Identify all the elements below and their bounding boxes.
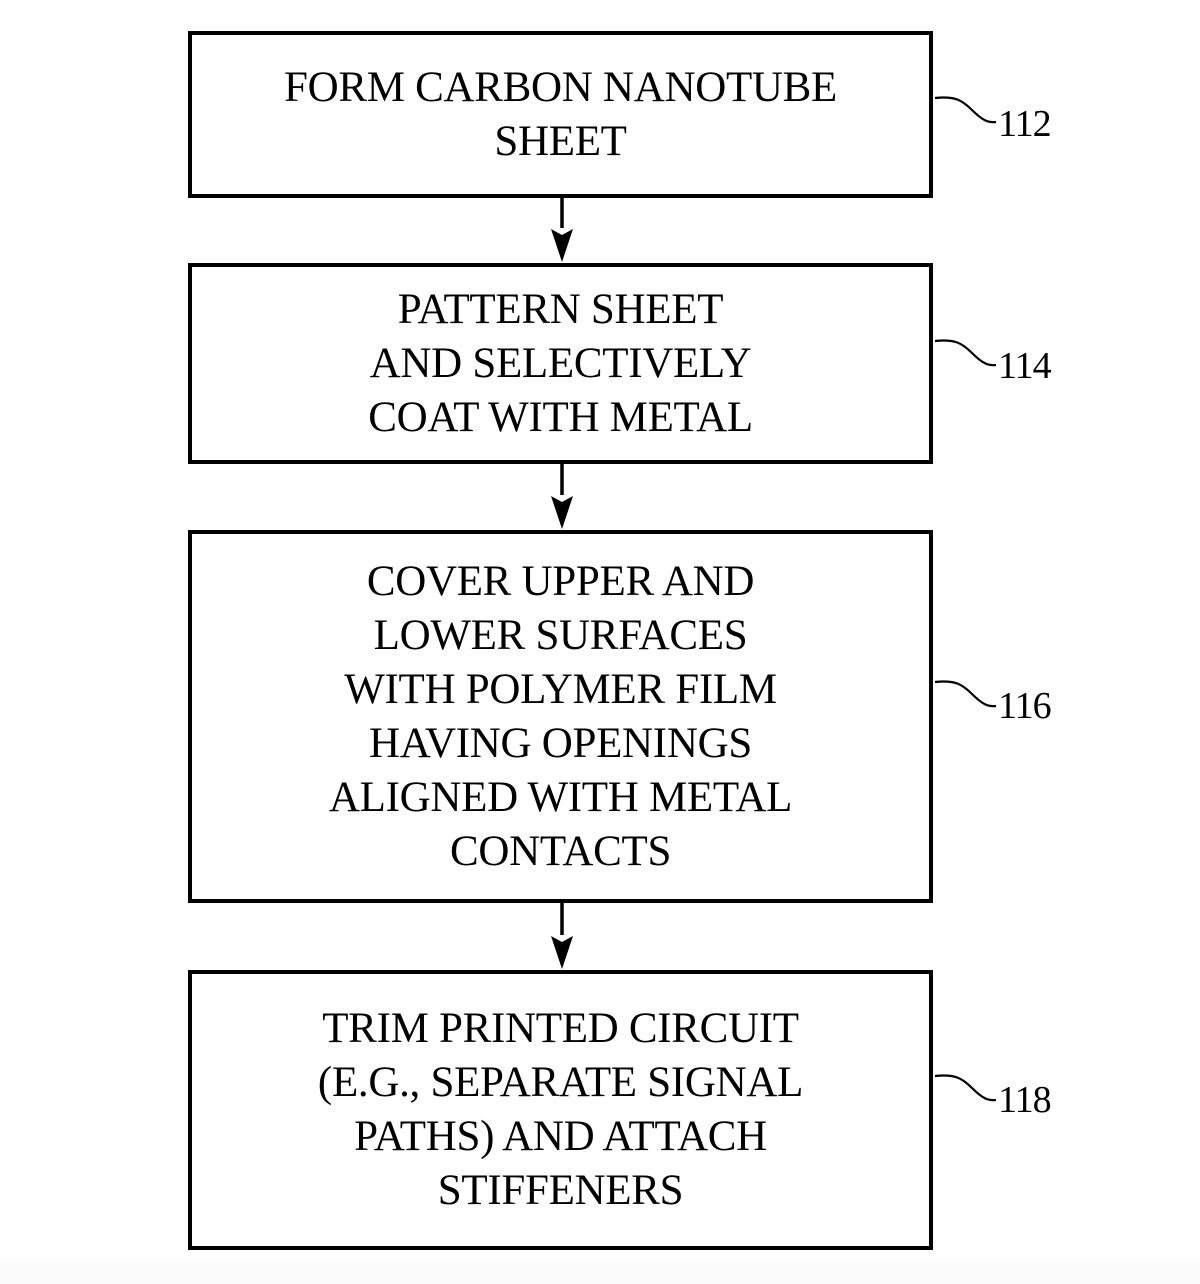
step-text-line: (E.G., SEPARATE SIGNAL (317, 1059, 804, 1106)
flowchart-step-112: FORM CARBON NANOTUBE SHEET (188, 31, 933, 198)
step-text-line: COAT WITH METAL (368, 393, 753, 441)
reference-numeral-114: 114 (998, 345, 1052, 387)
flowchart-step-114: PATTERN SHEET AND SELECTIVELY COAT WITH … (188, 263, 933, 464)
step-text-line: CONTACTS (449, 827, 672, 875)
step-text-line: HAVING OPENINGS (369, 719, 752, 767)
arrow-116-to-118 (551, 903, 573, 969)
step-text-line: FORM CARBON NANOTUBE (283, 63, 838, 111)
step-text-line: ALIGNED WITH METAL (328, 773, 793, 821)
reference-numeral-116: 116 (998, 685, 1052, 727)
arrow-down-icon (551, 229, 573, 262)
step-text-line: STIFFENERS (437, 1167, 684, 1214)
leader-line-118 (934, 1074, 997, 1102)
flowchart-step-116: COVER UPPER AND LOWER SURFACES WITH POLY… (188, 530, 933, 903)
reference-numeral-118: 118 (998, 1079, 1052, 1121)
step-text-line: TRIM PRINTED CIRCUIT (322, 1005, 799, 1052)
step-text-line: PATTERN SHEET (397, 285, 724, 333)
page-bottom-margin (0, 1262, 1200, 1284)
leader-line-116 (934, 680, 997, 708)
arrow-112-to-114 (551, 198, 573, 262)
arrow-down-icon (551, 496, 573, 529)
leader-line-112 (934, 96, 997, 124)
arrow-114-to-116 (551, 464, 573, 529)
leader-line-114 (934, 339, 997, 367)
step-text-line: COVER UPPER AND (366, 557, 755, 605)
step-text-line: WITH POLYMER FILM (344, 665, 777, 713)
step-text-line: AND SELECTIVELY (369, 339, 752, 387)
reference-numeral-112: 112 (998, 103, 1052, 145)
step-text-line: LOWER SURFACES (373, 611, 748, 659)
arrow-down-icon (551, 936, 573, 969)
step-text-line: PATHS) AND ATTACH (354, 1113, 767, 1160)
step-text-line: SHEET (494, 117, 627, 165)
flowchart-step-118: TRIM PRINTED CIRCUIT (E.G., SEPARATE SIG… (188, 970, 933, 1250)
